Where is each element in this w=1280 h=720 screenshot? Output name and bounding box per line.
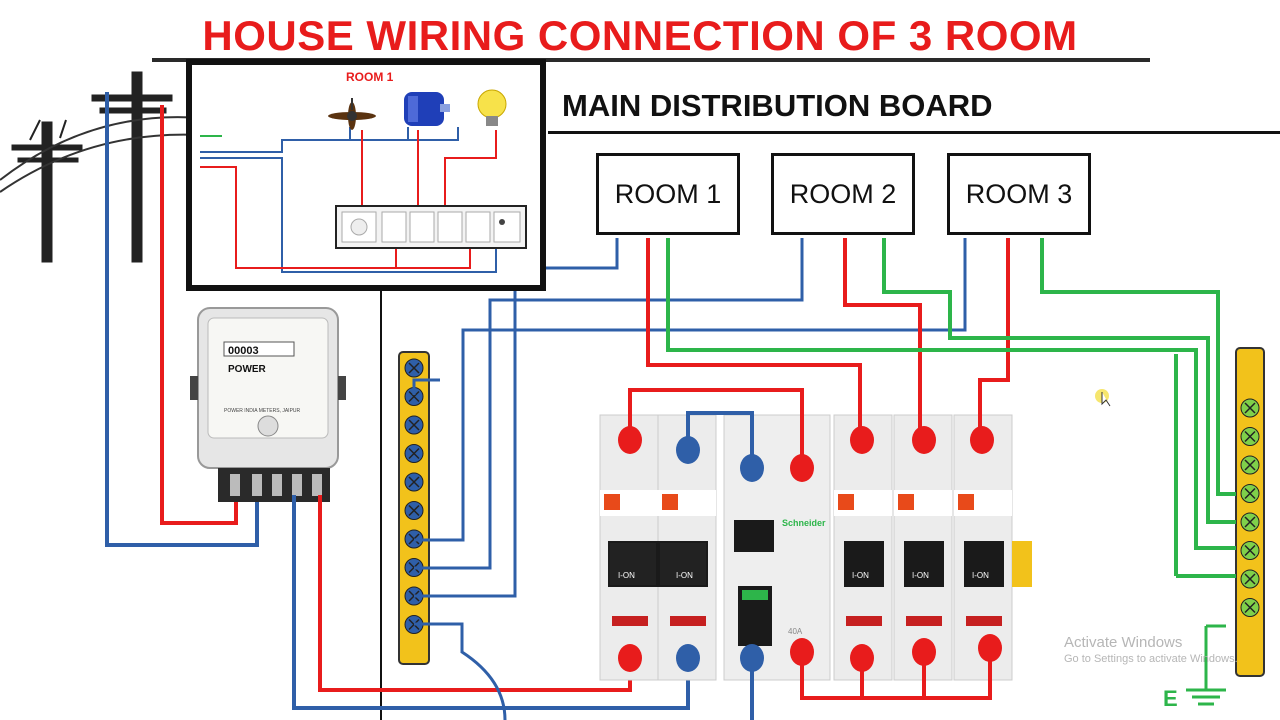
phase-room1 [646, 238, 862, 440]
mcb1-label: I-ON [852, 571, 869, 580]
page-title: HOUSE WIRING CONNECTION OF 3 ROOM [202, 12, 1078, 59]
meter-reading: 00003 [228, 345, 259, 357]
mcb-room3: I-ON [953, 414, 1013, 681]
mcb-room1: I-ON [833, 414, 893, 681]
board-title: MAIN DISTRIBUTION BOARD [562, 88, 993, 123]
main-breaker-label-1: I-ON [618, 571, 635, 580]
phase-room3 [978, 238, 1010, 440]
earth-room1 [666, 238, 1236, 550]
rccb-rating: 40A [788, 627, 803, 636]
earth-room2 [882, 238, 1236, 524]
rccb: Schneider 40A [723, 414, 831, 681]
watermark-subtitle: Go to Settings to activate Windows. [1064, 653, 1238, 665]
utility-pole-icon [0, 71, 201, 263]
room1-box: ROOM 1 [596, 153, 740, 235]
phase-room2 [843, 238, 922, 440]
meter-label: POWER INDIA METERS, JAIPUR [224, 408, 301, 414]
earth-label: E [1163, 686, 1178, 711]
mcb3-label: I-ON [972, 571, 989, 580]
main-to-rccb-phase [628, 388, 804, 468]
neutral-room2 [414, 238, 804, 570]
ceiling-fan-icon [328, 98, 376, 130]
meter-neutral-out [292, 495, 690, 710]
neutral-rccb-in [414, 622, 507, 720]
neutral-supply-wire [105, 92, 259, 547]
activate-windows-watermark: Activate Windows Go to Settings to activ… [1064, 634, 1238, 665]
earth-busbar [1235, 347, 1265, 677]
room3-box: ROOM 3 [947, 153, 1091, 235]
earth-room3 [1040, 238, 1236, 496]
rccb-brand: Schneider [782, 518, 826, 528]
room2-box: ROOM 2 [771, 153, 915, 235]
neutral-room1 [414, 238, 619, 598]
bulb-icon [477, 89, 507, 126]
watermark-title: Activate Windows [1064, 634, 1183, 651]
rccb-to-mcb-bus [800, 648, 992, 700]
mcb2-label: I-ON [912, 571, 929, 580]
terminal-dots [618, 426, 1002, 672]
cursor-icon [1095, 389, 1111, 407]
mcb-room2: I-ON [893, 414, 953, 681]
inset-room-label: ROOM 1 [346, 70, 394, 84]
meter-brand: POWER [228, 364, 267, 375]
main-breaker-label-2: I-ON [676, 571, 693, 580]
earth-ground-icon [1186, 688, 1226, 706]
room1-inset [186, 59, 546, 291]
neutral-room3 [414, 238, 967, 542]
phase-supply-wire [160, 105, 238, 525]
board-title-underline [548, 131, 1280, 134]
energy-meter: 00003 POWER POWER INDIA METERS, JAIPUR [190, 307, 346, 502]
motor-icon [404, 92, 450, 126]
title-underline [152, 58, 1150, 62]
main-to-rccb-neutral [686, 411, 754, 468]
